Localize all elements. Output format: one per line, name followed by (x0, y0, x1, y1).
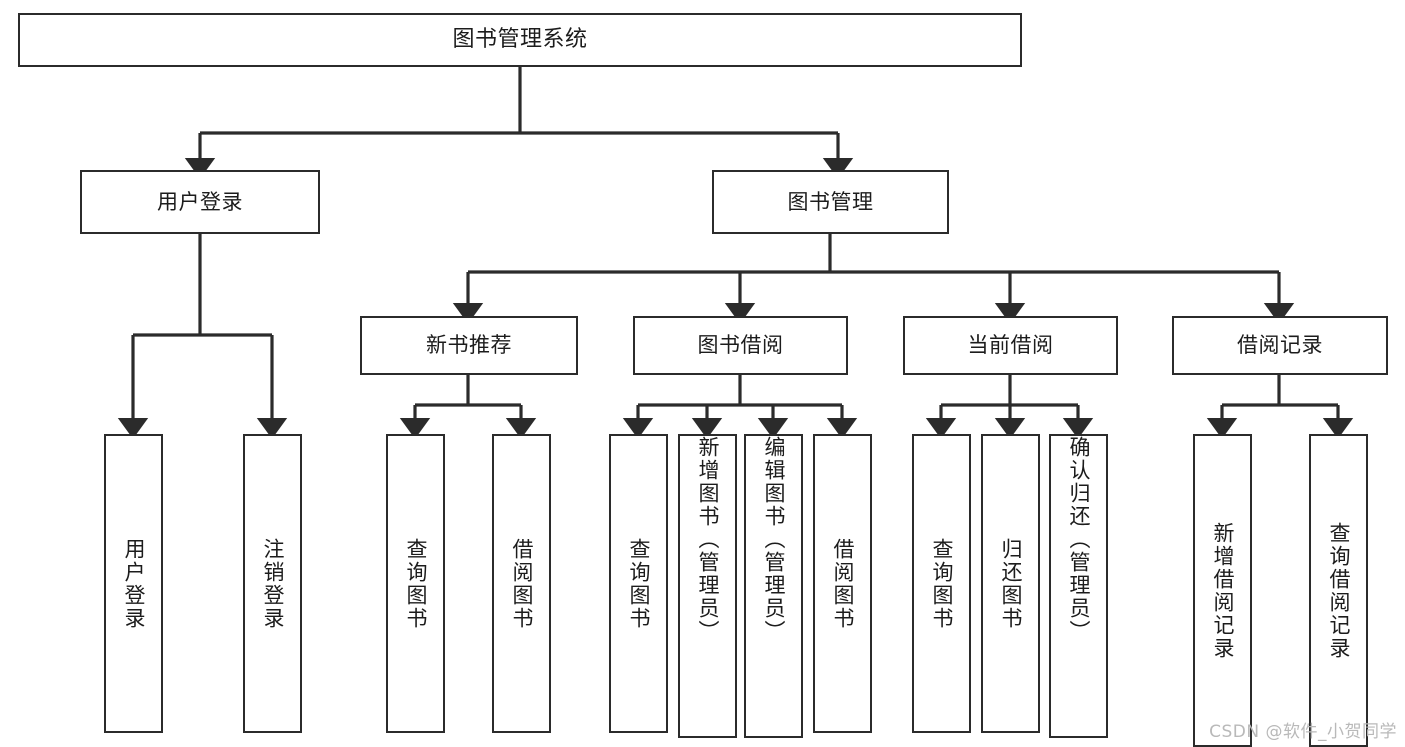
node-book-borrow[interactable]: 图书借阅 (633, 316, 848, 375)
node-label: 查询图书 (930, 537, 954, 630)
node-borrow-record[interactable]: 借阅记录 (1172, 316, 1388, 375)
node-user-login[interactable]: 用户登录 (80, 170, 320, 234)
leaf-borrow-book-recommend[interactable]: 借阅图书 (492, 434, 551, 733)
node-label: 借阅记录 (1237, 333, 1323, 358)
leaf-query-book-borrow[interactable]: 查询图书 (609, 434, 668, 733)
csdn-watermark: CSDN @软件_小贺同学 (1209, 722, 1397, 742)
leaf-logout-login[interactable]: 注销登录 (243, 434, 302, 733)
leaf-confirm-return-admin[interactable]: 确认归还（管理员） (1049, 434, 1108, 738)
node-label: 图书借阅 (697, 333, 784, 358)
node-label: 查询图书 (404, 537, 428, 630)
node-label: 用户登录 (157, 189, 243, 214)
leaf-query-book-current[interactable]: 查询图书 (912, 434, 971, 733)
leaf-query-borrow-record[interactable]: 查询借阅记录 (1309, 434, 1368, 747)
node-label: 查询图书 (627, 537, 651, 630)
node-label: 图书管理 (787, 189, 874, 214)
leaf-add-borrow-record[interactable]: 新增借阅记录 (1193, 434, 1252, 747)
node-label: 当前借阅 (967, 333, 1054, 358)
node-label: 确认归还（管理员） (1067, 436, 1091, 643)
node-new-book-recommend[interactable]: 新书推荐 (360, 316, 578, 375)
leaf-query-book-recommend[interactable]: 查询图书 (386, 434, 445, 733)
node-label: 查询借阅记录 (1327, 521, 1351, 660)
leaf-edit-book-admin[interactable]: 编辑图书（管理员） (744, 434, 803, 738)
node-label: 借阅图书 (831, 537, 855, 630)
node-label: 注销登录 (261, 537, 285, 630)
node-book-management[interactable]: 图书管理 (712, 170, 949, 234)
node-label: 借阅图书 (510, 537, 534, 630)
node-label: 新书推荐 (426, 333, 512, 358)
leaf-return-book[interactable]: 归还图书 (981, 434, 1040, 733)
node-label: 编辑图书（管理员） (762, 436, 786, 643)
node-current-borrow[interactable]: 当前借阅 (903, 316, 1118, 375)
node-label: 用户登录 (122, 537, 146, 630)
node-label: 图书管理系统 (452, 27, 588, 53)
node-root-system[interactable]: 图书管理系统 (18, 13, 1022, 67)
node-label: 归还图书 (999, 537, 1023, 630)
leaf-user-login[interactable]: 用户登录 (104, 434, 163, 733)
node-label: 新增借阅记录 (1211, 521, 1235, 660)
node-label: 新增图书（管理员） (696, 436, 720, 643)
leaf-add-book-admin[interactable]: 新增图书（管理员） (678, 434, 737, 738)
leaf-borrow-book[interactable]: 借阅图书 (813, 434, 872, 733)
